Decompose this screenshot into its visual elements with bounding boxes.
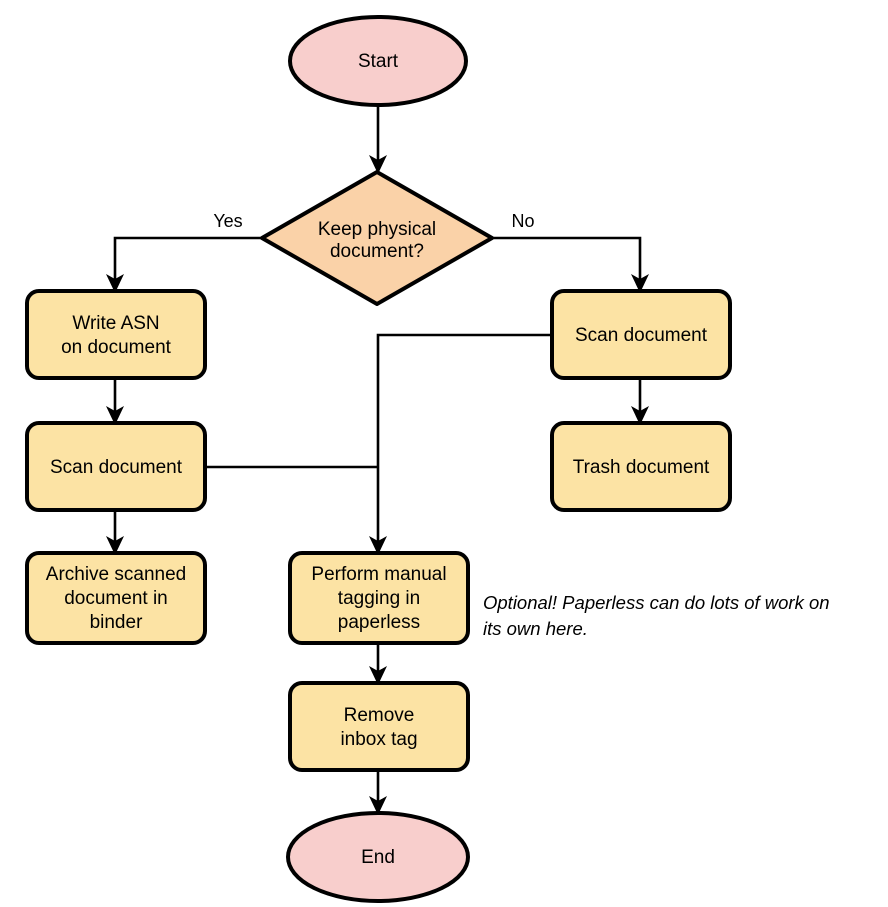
annotation-line2: its own here. <box>483 618 588 639</box>
node-tagging-label-line1: Perform manual <box>311 564 446 585</box>
node-scan-document-right[interactable]: Scan document <box>550 289 732 380</box>
node-archive-label-line2: document in <box>64 588 168 609</box>
edge-label-yes: Yes <box>213 211 242 231</box>
edge-scan-right-to-trash <box>631 378 649 425</box>
edge-scan-left-to-archive <box>106 510 124 555</box>
node-archive-label-line1: Archive scanned <box>46 564 186 585</box>
edge-remove-inbox-to-end <box>369 770 387 815</box>
annotation-optional-note: Optional! Paperless can do lots of work … <box>483 592 830 639</box>
node-tagging-label-line3: paperless <box>338 612 420 633</box>
node-scan-document-left-label: Scan document <box>50 457 183 478</box>
node-remove-inbox-label-line1: Remove <box>344 705 415 726</box>
node-tagging-label-line2: tagging in <box>338 588 420 609</box>
node-trash-document-label: Trash document <box>573 457 710 478</box>
node-start[interactable]: Start <box>288 15 468 107</box>
node-write-asn-label-line2: on document <box>61 337 172 358</box>
node-scan-document-right-label: Scan document <box>575 325 708 346</box>
node-trash-document[interactable]: Trash document <box>550 421 732 512</box>
node-decision-label-line2: document? <box>330 241 424 262</box>
node-perform-manual-tagging[interactable]: Perform manual tagging in paperless <box>288 551 470 645</box>
edge-label-no: No <box>511 211 534 231</box>
node-write-asn[interactable]: Write ASN on document <box>25 289 207 380</box>
node-end-label: End <box>361 847 395 868</box>
node-archive-scanned-document[interactable]: Archive scanned document in binder <box>25 551 207 645</box>
edge-decision-yes-to-write-asn <box>106 236 262 293</box>
node-start-label: Start <box>358 51 399 72</box>
node-archive-label-line3: binder <box>90 612 143 633</box>
node-scan-document-left[interactable]: Scan document <box>25 421 207 512</box>
annotation-line1: Optional! Paperless can do lots of work … <box>483 592 830 613</box>
node-remove-inbox-label-line2: inbox tag <box>340 729 417 750</box>
node-decision-label-line1: Keep physical <box>318 219 436 240</box>
edge-write-asn-to-scan-left <box>106 378 124 425</box>
node-end[interactable]: End <box>286 811 470 903</box>
node-decision-keep-physical-document[interactable]: Keep physical document? <box>260 170 494 306</box>
edge-scan-right-to-tagging <box>369 333 552 555</box>
edge-tagging-to-remove-inbox <box>369 643 387 685</box>
node-write-asn-label-line1: Write ASN <box>72 313 159 334</box>
node-remove-inbox-tag[interactable]: Remove inbox tag <box>288 681 470 772</box>
edge-start-to-decision <box>369 105 387 174</box>
edge-decision-no-to-scan-right <box>492 236 649 293</box>
